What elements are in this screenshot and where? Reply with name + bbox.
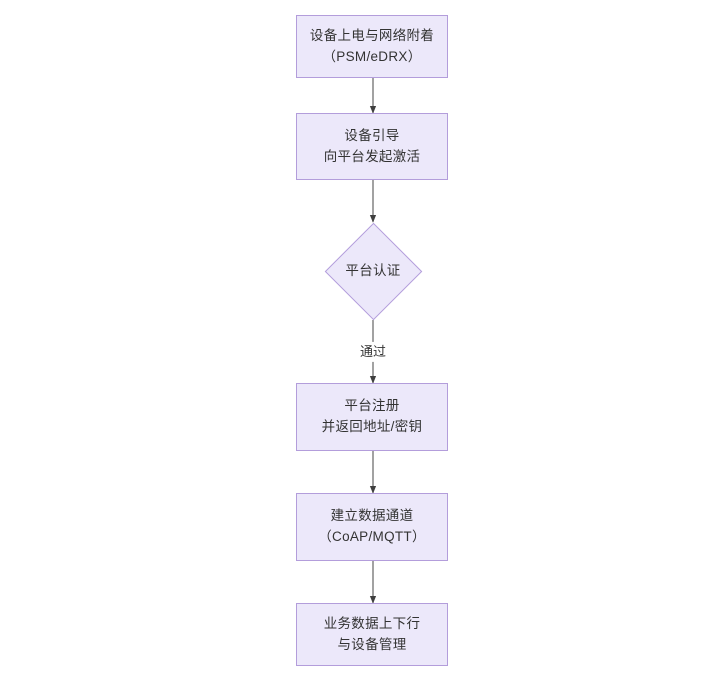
node-label-line1: 业务数据上下行 — [323, 615, 421, 631]
node-label-line2: （CoAP/MQTT） — [318, 529, 426, 544]
node-label-line2: （PSM/eDRX） — [322, 48, 422, 64]
node-label-line1: 设备引导 — [344, 127, 400, 143]
node-label-line1: 设备上电与网络附着 — [309, 27, 435, 43]
edge-label-pass: 通过 — [356, 341, 390, 363]
node-label-line2: 并返回地址/密钥 — [321, 419, 423, 434]
node-platform-authentication[interactable]: 平台认证 — [324, 222, 422, 320]
node-label-line1: 建立数据通道 — [330, 508, 414, 524]
node-platform-registration[interactable]: 平台注册 并返回地址/密钥 — [296, 383, 448, 451]
node-label-line2: 向平台发起激活 — [323, 148, 421, 164]
node-business-data-and-device-management[interactable]: 业务数据上下行 与设备管理 — [296, 603, 448, 666]
node-device-bootstrap[interactable]: 设备引导 向平台发起激活 — [296, 113, 448, 180]
node-label-line1: 平台注册 — [344, 398, 400, 414]
node-label-line1: 平台认证 — [345, 262, 401, 278]
node-device-power-on[interactable]: 设备上电与网络附着 （PSM/eDRX） — [296, 15, 448, 78]
node-label-line2: 与设备管理 — [337, 636, 407, 652]
node-establish-data-channel[interactable]: 建立数据通道 （CoAP/MQTT） — [296, 493, 448, 561]
